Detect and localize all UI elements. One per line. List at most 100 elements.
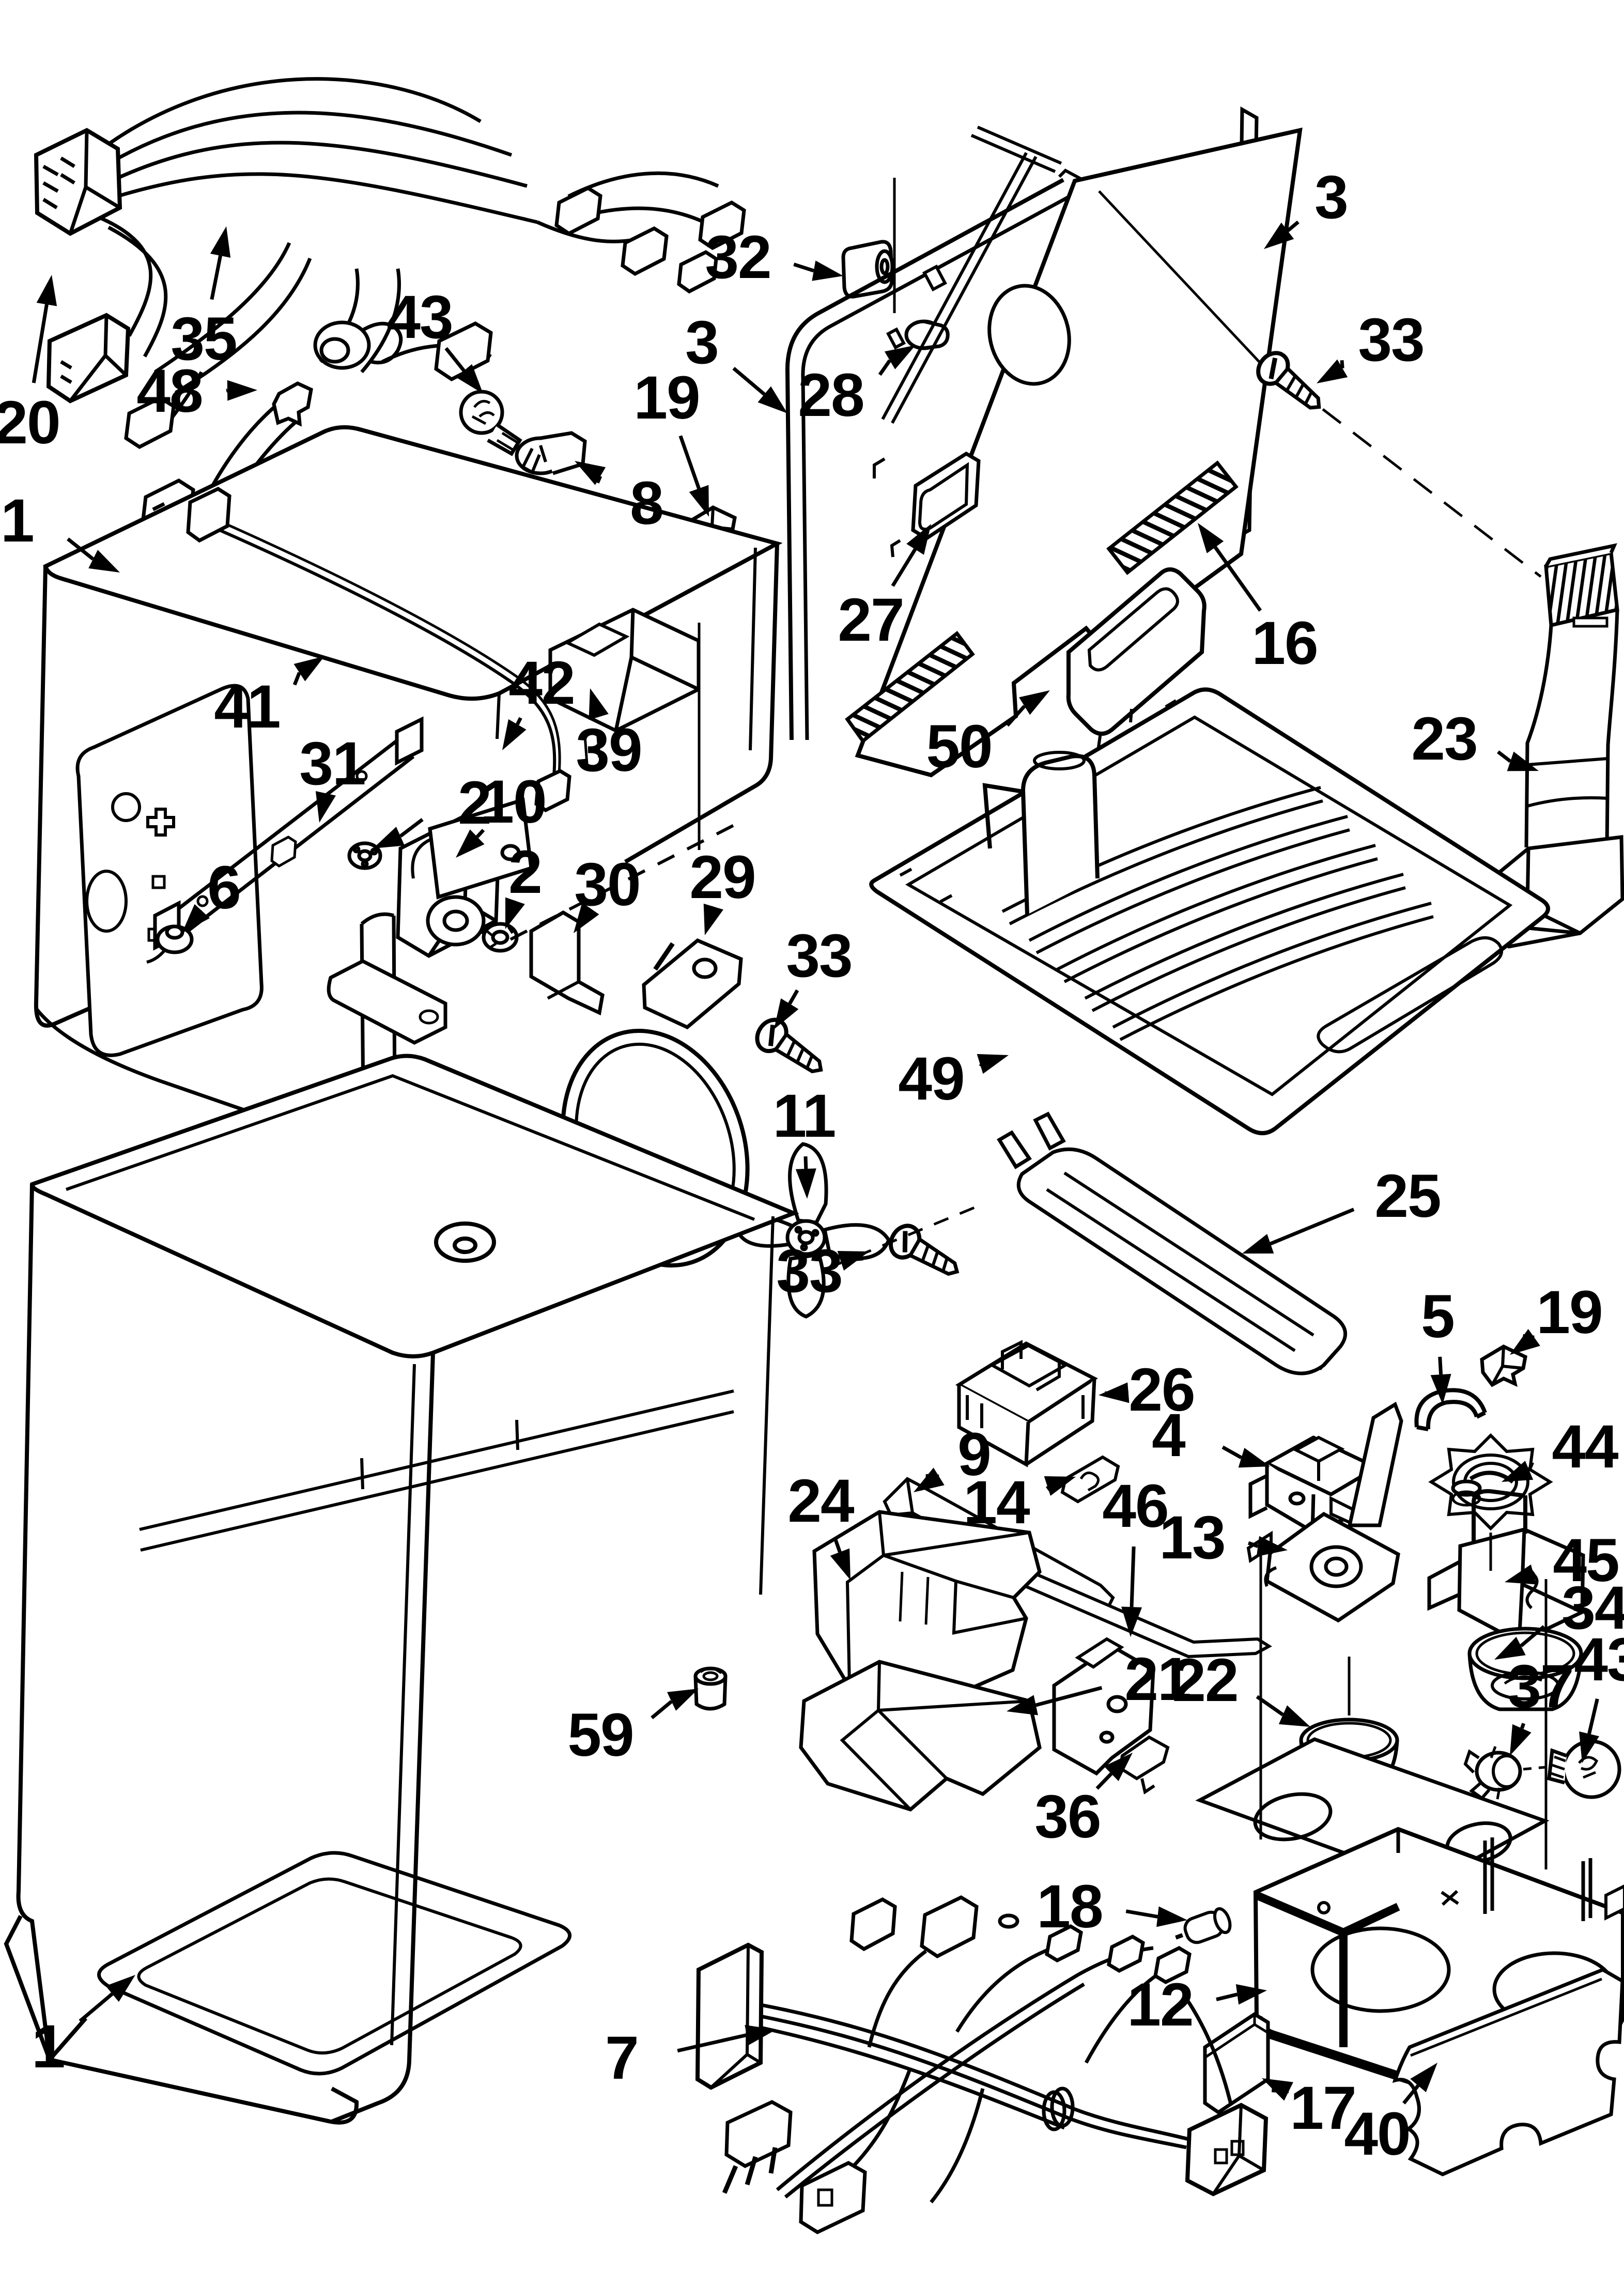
callout-arrow-head-41-16 — [293, 656, 324, 682]
callout-label-35-1: 35 — [171, 305, 237, 373]
callout-arrow-head-27-11 — [906, 524, 931, 555]
callout-label-39-19: 39 — [576, 716, 642, 784]
callout-label-33-29: 33 — [776, 1237, 843, 1305]
callout-label-45-41: 45 — [1553, 1526, 1619, 1595]
callout-arrow-head-6-25 — [182, 904, 210, 933]
run-capacitor-18-drawing — [1175, 1907, 1232, 1944]
callout-label-50-12: 50 — [926, 713, 993, 781]
lower-liner-drawing — [4, 1054, 799, 2125]
callout-arrow-line-18-48 — [1125, 1909, 1158, 1919]
callout-arrow-head-12-51 — [1235, 1984, 1267, 2005]
callout-arrow-line-41-16 — [292, 672, 301, 686]
callout-arrow-head-40-53 — [1410, 2063, 1437, 2093]
callout-label-48-2: 48 — [136, 357, 203, 425]
callout-arrow-line-20-0 — [32, 304, 49, 383]
callout-arrow-line-10-21 — [475, 829, 485, 838]
callout-arrow-head-59-49 — [667, 1689, 699, 1711]
callout-arrow-line-40-53 — [1402, 2084, 1420, 2105]
callout-arrow-head-20-0 — [36, 275, 57, 306]
callout-label-25-30: 25 — [1374, 1162, 1441, 1230]
callout-arrow-head-26-33 — [1099, 1382, 1130, 1403]
callout-label-46-39: 46 — [1102, 1472, 1169, 1540]
callout-arrow-line-4-34 — [1221, 1445, 1243, 1460]
callout-arrow-line-5-31 — [1438, 1356, 1443, 1375]
callout-arrow-line-32-7 — [793, 262, 814, 273]
callout-label-6-25: 6 — [207, 854, 241, 922]
clip-48-drawing — [272, 381, 313, 427]
callout-arrow-line-13-40 — [1247, 1541, 1259, 1548]
callout-arrow-head-48-2 — [227, 380, 257, 401]
callout-arrow-head-33-10 — [1317, 359, 1348, 383]
callout-arrow-head-23-14 — [1507, 751, 1539, 771]
callout-arrow-line-43-3 — [444, 347, 466, 372]
callout-arrow-head-21-45 — [1007, 1695, 1038, 1715]
callout-arrow-head-2-20 — [373, 826, 405, 848]
callout-arrow-head-19-32 — [1510, 1329, 1540, 1355]
callout-arrow-head-19-5 — [689, 485, 709, 517]
callout-arrow-head-22-46 — [1278, 1705, 1310, 1727]
callout-arrow-head-5-31 — [1430, 1373, 1451, 1404]
callout-arrow-line-34-42 — [1520, 1625, 1545, 1648]
callout-arrow-head-3-6 — [757, 386, 787, 413]
callout-label-4-34: 4 — [1152, 1401, 1186, 1470]
callout-label-29-24: 29 — [689, 843, 756, 911]
callout-arrow-line-24-38 — [833, 1538, 842, 1553]
shield-plate-46-drawing — [1052, 1637, 1155, 1776]
drain-pan-49-drawing — [869, 687, 1550, 1135]
callout-arrow-head-50-12 — [1019, 690, 1050, 715]
thermistor-wire-41-drawing — [206, 523, 556, 777]
insulation-40-drawing — [1392, 1968, 1624, 2176]
callout-arrow-line-28-8 — [878, 359, 891, 376]
callout-arrow-head-49-28 — [977, 1054, 1009, 1074]
callout-label-5-31: 5 — [1421, 1282, 1455, 1351]
callout-arrow-head-33-26 — [774, 998, 799, 1029]
back-panel-assembly-drawing — [785, 106, 1542, 778]
callout-arrow-head-16-13 — [1198, 523, 1224, 553]
callout-arrow-head-17-52 — [1262, 2078, 1293, 2101]
callout-arrow-head-1-54 — [105, 1975, 135, 2002]
callout-arrow-line-1-54 — [79, 1992, 114, 2023]
callout-label-31-17: 31 — [299, 730, 366, 798]
callout-arrow-head-43-3 — [456, 364, 483, 394]
drain-cap-59-drawing — [693, 1666, 728, 1711]
roller-32-drawing — [841, 240, 894, 299]
callout-label-1-54: 1 — [32, 2013, 66, 2081]
callout-arrow-head-25-30 — [1242, 1234, 1274, 1254]
callout-arrows — [32, 220, 1599, 2105]
callout-label-21-45: 21 — [1124, 1645, 1191, 1713]
callout-arrow-line-3-9 — [1286, 220, 1300, 233]
callout-arrow-line-2-20 — [399, 818, 424, 838]
callout-arrow-line-42-18 — [516, 717, 522, 725]
callout-arrow-head-13-40 — [1256, 1536, 1288, 1557]
callout-arrow-line-46-39 — [1130, 1546, 1136, 1607]
callout-arrow-head-30-23 — [574, 902, 599, 933]
gear-grommet-44-drawing — [1428, 1433, 1553, 1531]
callout-label-19-32: 19 — [1536, 1278, 1603, 1347]
callout-arrow-line-37-44 — [1520, 1723, 1526, 1729]
drip-bowl-34-drawing — [1467, 1627, 1583, 1711]
callout-arrow-head-46-39 — [1121, 1606, 1142, 1637]
callout-label-3-6: 3 — [685, 308, 719, 377]
callout-label-44-35: 44 — [1552, 1413, 1618, 1481]
callout-arrow-head-43-43 — [1579, 1731, 1599, 1763]
plate-14-drawing — [1060, 1455, 1120, 1504]
callout-arrow-line-1-15 — [67, 537, 95, 561]
bracket-30-drawing — [529, 910, 605, 1016]
callout-arrow-head-18-48 — [1156, 1906, 1187, 1927]
callout-label-11-27: 11 — [772, 1082, 837, 1150]
callout-arrow-line-12-51 — [1216, 1992, 1238, 2001]
callout-arrow-line-50-12 — [1006, 705, 1026, 727]
callout-label-8-4: 8 — [630, 469, 664, 537]
callout-arrow-line-16-13 — [1214, 546, 1262, 612]
callout-arrow-head-14-37 — [1044, 1476, 1076, 1496]
callout-label-10-21: 10 — [480, 768, 547, 836]
callout-arrow-line-27-11 — [891, 548, 917, 587]
callout-label-7-50: 7 — [605, 2024, 639, 2092]
callout-arrow-line-35-1 — [210, 255, 222, 300]
explosion-axis-lines — [1259, 1533, 1548, 1869]
bracket-mount-drawing — [327, 959, 447, 1045]
lamp-socket-8-drawing — [515, 431, 587, 475]
callout-label-23-14: 23 — [1411, 705, 1478, 773]
control-box-26-drawing — [955, 1340, 1098, 1467]
